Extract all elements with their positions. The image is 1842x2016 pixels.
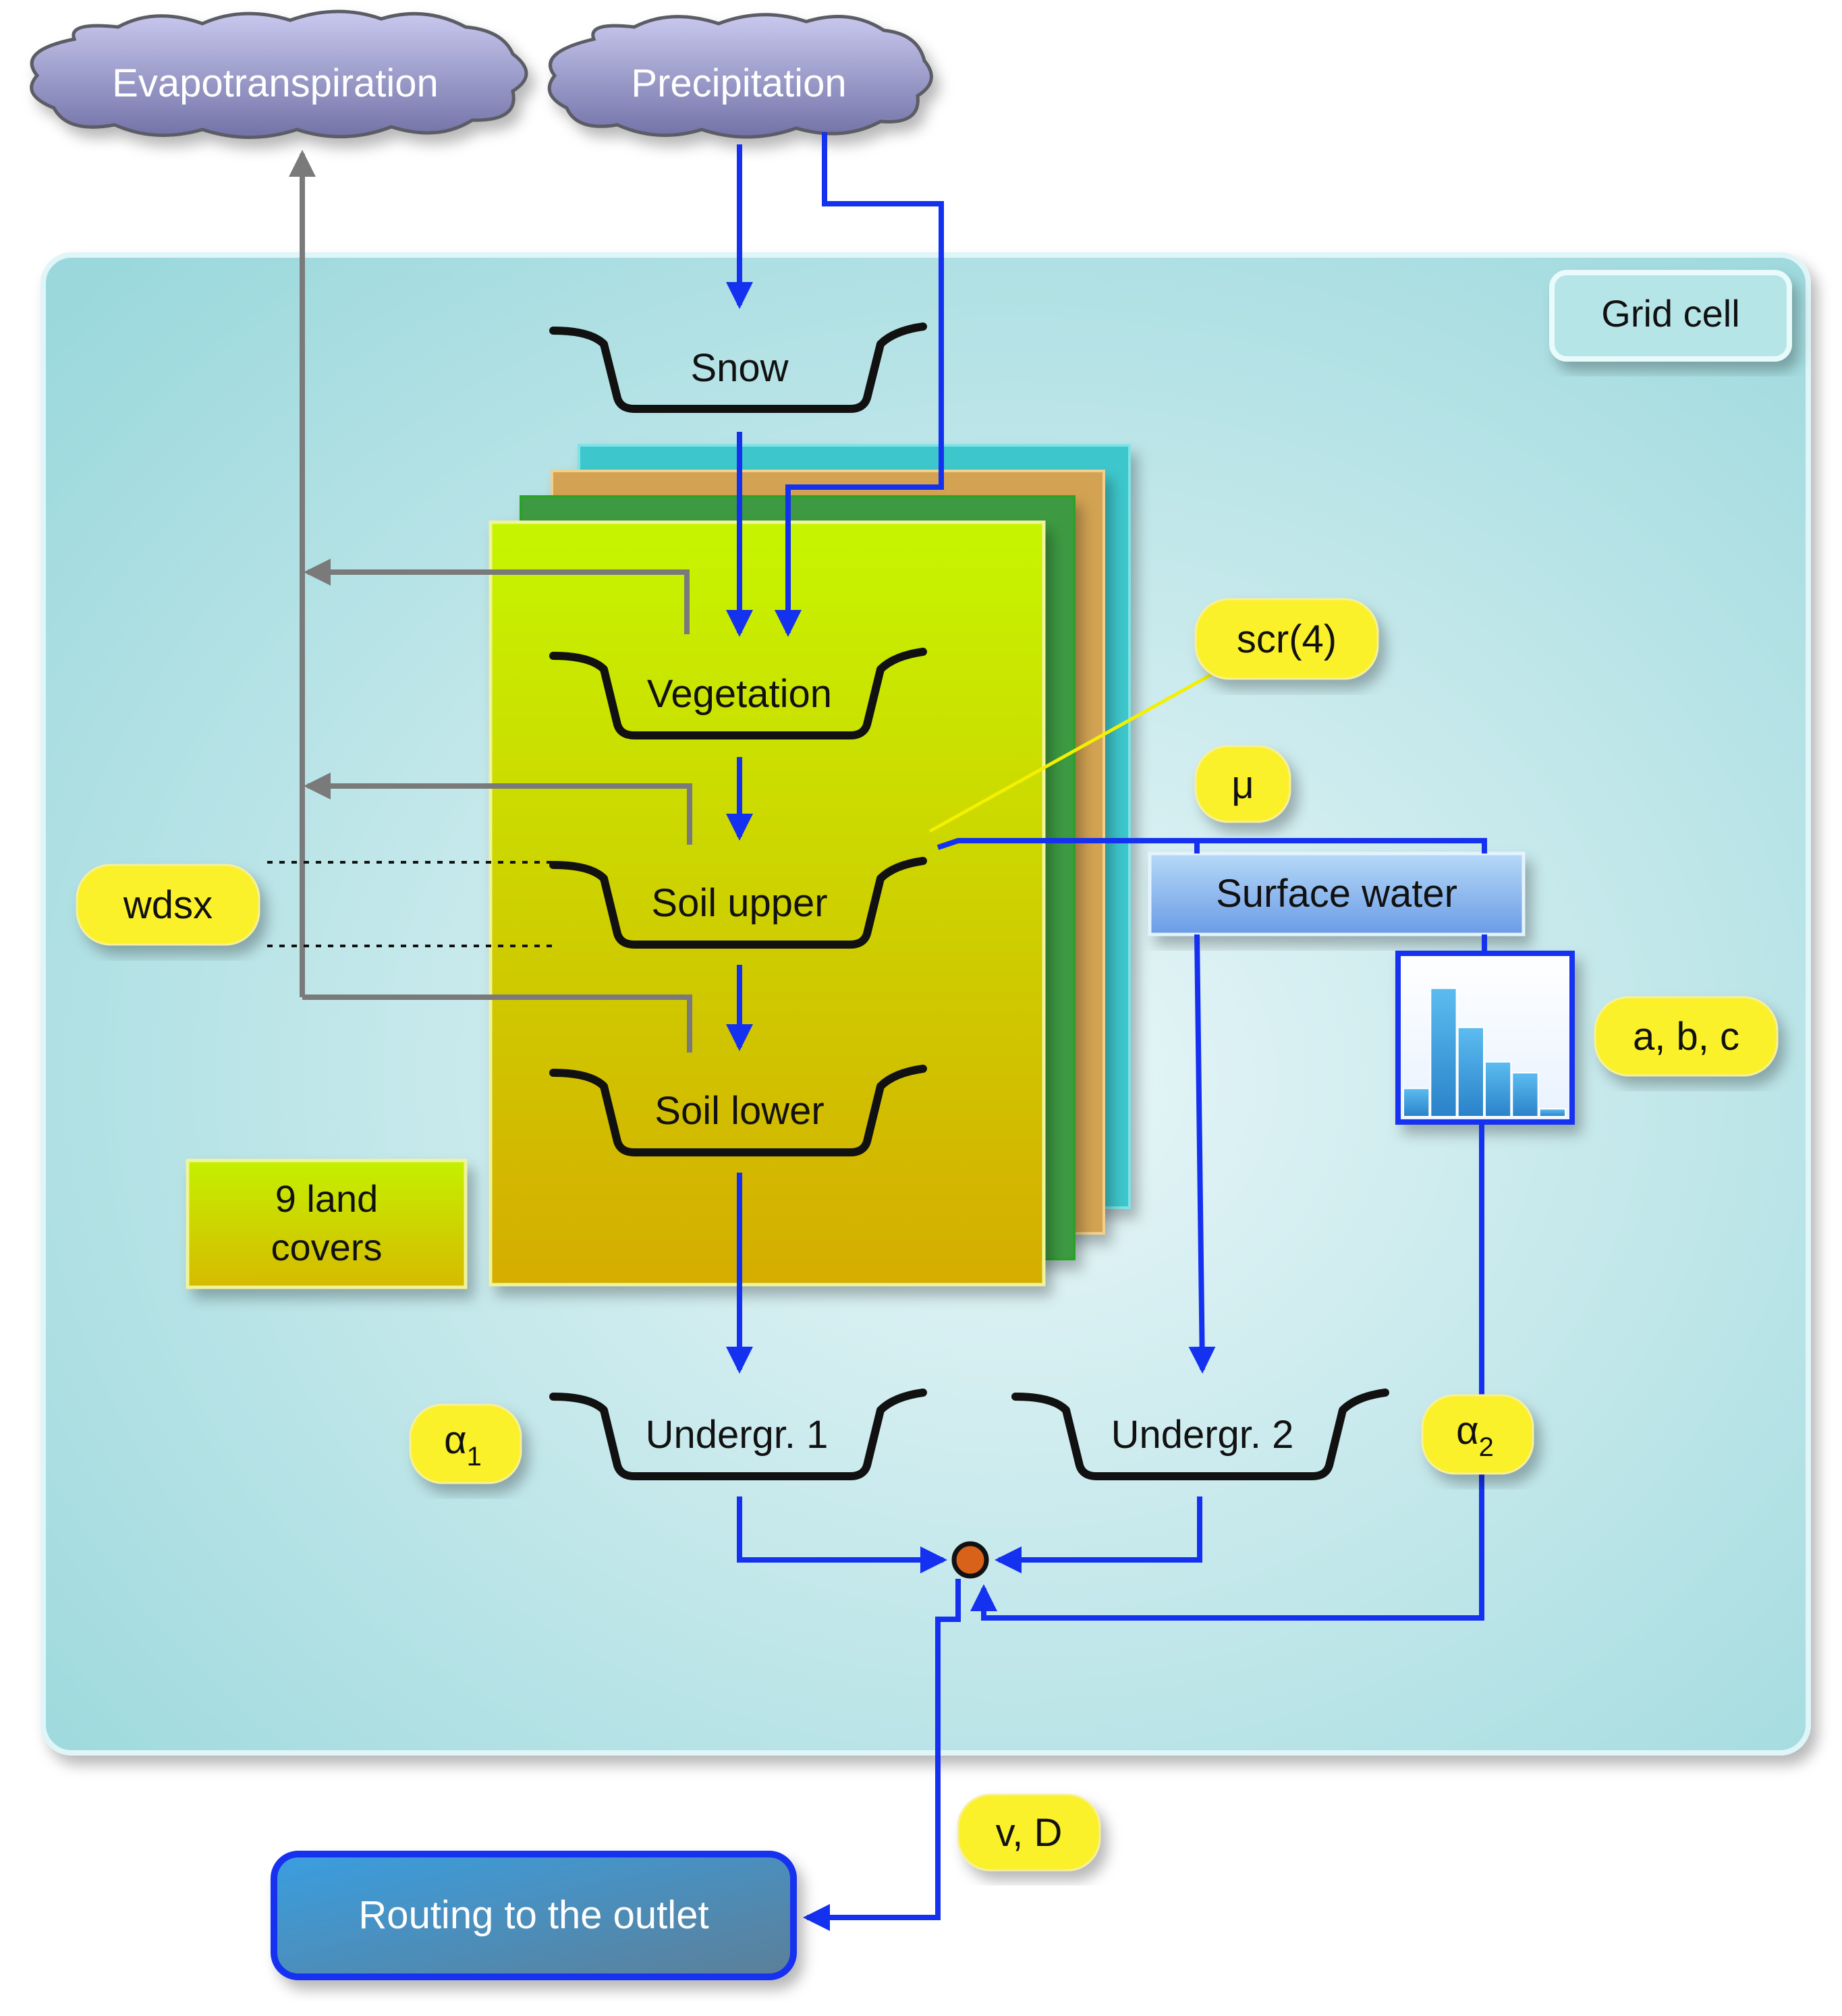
snow-label: Snow: [690, 346, 789, 390]
soil-upper-to-surface-water-line: [937, 838, 1487, 853]
wdsx-label: wdsx: [123, 883, 213, 927]
soil-lower-label: Soil lower: [654, 1089, 824, 1133]
alpha1-base: α: [444, 1418, 467, 1462]
surface-water-to-undergr2-arrow: [1188, 934, 1216, 1374]
grid-cell-label: Grid cell: [1601, 292, 1739, 335]
scr-badge: [1194, 598, 1379, 680]
abc-badge: [1594, 996, 1779, 1077]
vegetation-label: Vegetation: [647, 672, 832, 716]
histogram-bar: [1538, 1108, 1566, 1118]
grid-cell-label-box: [1549, 270, 1792, 362]
precipitation-cloud: [547, 13, 933, 139]
evap-from-soil-lower: [302, 995, 692, 1053]
alpha1-subscript: 1: [467, 1442, 482, 1472]
histogram-bar: [1430, 987, 1457, 1118]
histogram-to-junction-arrow: [970, 1122, 1484, 1621]
evap-from-vegetation: [304, 559, 690, 634]
water-flows: [726, 132, 1487, 1931]
precipitation-label: Precipitation: [631, 61, 846, 105]
vegetation-bucket: [549, 648, 927, 739]
evapotranspiration-cloud: [30, 9, 528, 139]
histogram-bar: [1511, 1072, 1539, 1117]
snow-bucket: [549, 323, 927, 413]
evapotranspiration-flows: [289, 150, 692, 1053]
alpha2-base: α: [1456, 1409, 1479, 1453]
junction-to-routing-arrow: [803, 1579, 961, 1931]
alpha1-label: α1: [444, 1418, 482, 1472]
vd-badge: [957, 1793, 1101, 1872]
abc-label: a, b, c: [1633, 1015, 1739, 1059]
undergr1-label: Undergr. 1: [646, 1413, 829, 1457]
land-covers-label-line2: covers: [271, 1226, 383, 1268]
land-covers-box: [186, 1158, 468, 1289]
routing-to-outlet-box: [271, 1851, 797, 1980]
undergr2-label: Undergr. 2: [1111, 1413, 1294, 1457]
histogram-bar: [1403, 1088, 1430, 1117]
alpha2-badge: [1421, 1394, 1534, 1475]
soil-upper-bucket: [549, 857, 927, 949]
scr-link-line: [928, 673, 1212, 833]
routing-to-outlet-label: Routing to the outlet: [358, 1893, 708, 1937]
histogram-bar: [1457, 1026, 1484, 1118]
mu-label: μ: [1231, 763, 1254, 807]
wdsx-badge: [76, 864, 260, 946]
undergr2-to-junction-arrow: [995, 1496, 1202, 1573]
surface-water-box: [1148, 851, 1526, 936]
land-cover-layer-1: [489, 520, 1046, 1287]
scr-label: scr(4): [1237, 617, 1337, 661]
mu-badge: [1194, 745, 1291, 823]
precip-to-vegetation-arrow: [775, 132, 944, 637]
undergr1-bucket: [549, 1389, 927, 1480]
histogram-bars: [1403, 987, 1566, 1118]
land-covers-label-line1: 9 land: [275, 1177, 379, 1220]
alpha2-subscript: 2: [1479, 1432, 1494, 1462]
surface-water-label: Surface water: [1216, 872, 1457, 916]
alpha1-badge: [409, 1403, 522, 1484]
soil-lower-bucket: [549, 1065, 927, 1156]
undergr2-bucket: [1011, 1389, 1389, 1480]
junction-node: [951, 1541, 989, 1579]
evapotranspiration-label: Evapotranspiration: [112, 61, 439, 105]
alpha2-label: α2: [1456, 1409, 1494, 1462]
soil-upper-label: Soil upper: [651, 881, 827, 925]
vd-label: v, D: [996, 1811, 1063, 1855]
undergr1-to-junction-arrow: [737, 1496, 947, 1573]
evap-from-soil-upper: [304, 773, 692, 845]
histogram-bar: [1484, 1061, 1512, 1118]
